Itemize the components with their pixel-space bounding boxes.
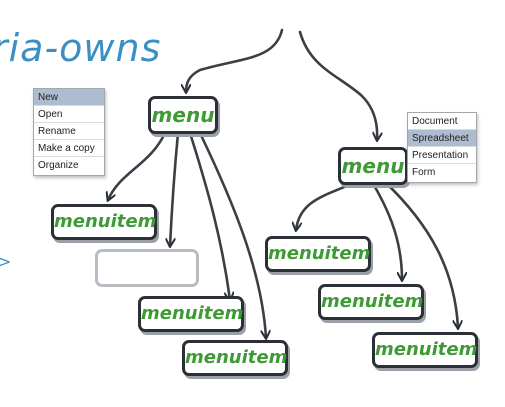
right-popup-menu: Document Spreadsheet Presentation Form: [407, 112, 477, 183]
left-menu-node: menu: [148, 96, 218, 134]
edge-left-menu-to-ghost: [170, 131, 180, 246]
edge-left-menu-to-menuitem-3: [188, 131, 230, 300]
edge-root-to-right-menu: [298, 30, 377, 140]
popup-item-new[interactable]: New: [34, 89, 104, 106]
left-menuitem-node-4: menuitem: [182, 340, 288, 376]
edge-right-menu-to-menuitem-2: [370, 180, 402, 280]
popup-item-organize[interactable]: Organize: [38, 160, 79, 171]
left-menuitem-node-1: menuitem: [51, 204, 157, 240]
edge-right-menu-to-menuitem-1: [296, 180, 357, 230]
right-menuitem-node-1: menuitem: [265, 236, 371, 272]
right-menuitem-node-3: menuitem: [372, 332, 478, 368]
left-menuitem-node-3: menuitem: [138, 296, 244, 332]
popup-item-open[interactable]: Open: [34, 106, 104, 123]
left-ghost-node: [95, 249, 199, 287]
right-menu-node: menu: [338, 147, 408, 185]
edge-right-menu-to-menuitem-3: [383, 180, 458, 328]
partial-arrow-glyph: >: [0, 252, 12, 271]
popup-item-document[interactable]: Document: [408, 113, 476, 130]
popup-item-spreadsheet[interactable]: Spreadsheet: [408, 130, 476, 147]
popup-item-make-a-copy[interactable]: Make a copy: [34, 140, 104, 157]
popup-item-form[interactable]: Form: [412, 167, 436, 178]
right-menuitem-node-2: menuitem: [318, 284, 424, 320]
edge-root-to-left-menu: [186, 28, 284, 92]
popup-item-presentation[interactable]: Presentation: [408, 147, 476, 164]
edge-left-menu-to-menuitem-4: [198, 131, 266, 338]
edge-left-menu-to-menuitem-1: [108, 131, 167, 200]
diagram-title: ria-owns: [0, 26, 162, 70]
popup-item-rename[interactable]: Rename: [34, 123, 104, 140]
left-popup-menu: New Open Rename Make a copy Organize: [33, 88, 105, 176]
